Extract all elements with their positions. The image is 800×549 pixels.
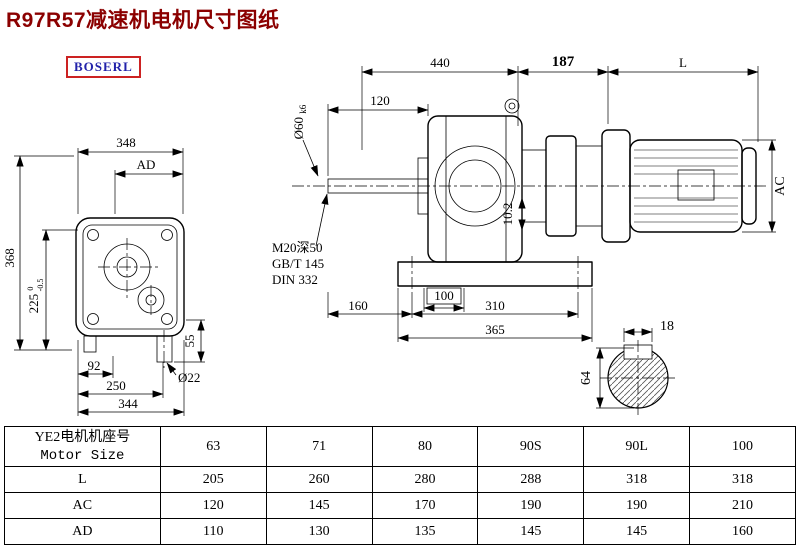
value-L-90L: 318: [583, 466, 691, 493]
dim-225-value: 225: [26, 294, 41, 314]
front-view-dimensions: 348 AD 368 225 0 -0.5: [2, 135, 205, 416]
size-71: 71: [265, 426, 373, 467]
shaft-diameter-label: Ø60 k6: [291, 104, 308, 139]
motor-size-header-cn: YE2电机机座号: [34, 430, 131, 445]
dim-120-label: 120: [370, 93, 390, 108]
value-AD-90L: 145: [583, 518, 691, 545]
front-view: 348 AD 368 225 0 -0.5: [2, 135, 205, 416]
gearbox-front-housing: [75, 217, 185, 368]
value-AD-90S: 145: [477, 518, 585, 545]
value-L-100: 318: [689, 466, 796, 493]
value-L-80: 280: [371, 466, 479, 493]
dim-365-label: 365: [485, 322, 505, 337]
table-row-AC: AC 120 145 170 190 190 210: [4, 492, 796, 519]
dim-o22-label: Ø22: [178, 370, 200, 385]
dim-100-frame: [426, 287, 462, 305]
dim-225-label: 225 0 -0.5: [21, 279, 45, 314]
dim-100-label: 100: [434, 288, 454, 303]
value-AC-63: 120: [159, 492, 267, 519]
value-AC-71: 145: [265, 492, 373, 519]
tap-hole-note-2: GB/T 145: [272, 256, 324, 271]
adapter-stages: [521, 129, 631, 243]
row-label-L: L: [4, 466, 161, 493]
row-label-AC: AC: [4, 492, 161, 519]
eyebolt: [504, 98, 520, 114]
table-header-row: YE2电机机座号 Motor Size 63 71 80 90S 90L 100: [4, 426, 796, 467]
motor-size-header: YE2电机机座号 Motor Size: [4, 426, 161, 467]
value-AD-63: 110: [159, 518, 267, 545]
value-L-71: 260: [265, 466, 373, 493]
value-AC-100: 210: [689, 492, 796, 519]
fan-cover: [741, 147, 757, 225]
value-AD-80: 135: [371, 518, 479, 545]
size-90S: 90S: [477, 426, 585, 467]
dim-160-label: 160: [348, 298, 368, 313]
size-63: 63: [159, 426, 267, 467]
shaft-end-view: 18 64: [579, 319, 676, 416]
value-AC-90S: 190: [477, 492, 585, 519]
value-AC-80: 170: [371, 492, 479, 519]
size-80: 80: [371, 426, 479, 467]
shaft-fit-value: k6: [298, 104, 308, 114]
dim-310-label: 310: [485, 298, 505, 313]
dim-187-label: 187: [552, 54, 575, 70]
value-AD-71: 130: [265, 518, 373, 545]
motor-body: [629, 139, 757, 233]
dim-L-label: L: [679, 55, 687, 70]
motor-nameplate: [677, 169, 715, 201]
row-label-AD: AD: [4, 518, 161, 545]
logo-text: BOSERL: [74, 59, 133, 74]
dim-AC-label: AC: [773, 176, 788, 195]
size-90L: 90L: [583, 426, 691, 467]
side-view: 440 187 L 120 Ø60 k6 M20深50 GB/T: [272, 54, 788, 342]
value-AC-90L: 190: [583, 492, 691, 519]
dim-250-label: 250: [106, 378, 126, 393]
tap-hole-note-1: M20深50: [272, 240, 323, 255]
table-row-AD: AD 110 130 135 145 145 160: [4, 518, 796, 545]
boserl-logo: BOSERL: [66, 56, 141, 78]
dim-18-label: 18: [660, 319, 674, 334]
dim-348-label: 348: [116, 135, 136, 150]
tap-hole-note-3: DIN 332: [272, 272, 318, 287]
value-L-90S: 288: [477, 466, 585, 493]
technical-drawing: 348 AD 368 225 0 -0.5: [2, 54, 788, 416]
table-row-L: L 205 260 280 288 318 318: [4, 466, 796, 493]
dim-440-label: 440: [430, 55, 450, 70]
dim-368-label: 368: [2, 248, 17, 268]
front-output-shaft: [156, 335, 173, 363]
dim-10-2-label: 10.2: [500, 203, 515, 226]
dim-225-tol-bottom: -0.5: [36, 279, 45, 292]
dim-344-label: 344: [118, 396, 138, 411]
side-view-dimensions: 440 187 L 120 Ø60 k6 M20深50 GB/T: [272, 54, 788, 342]
value-AD-100: 160: [689, 518, 796, 545]
gearbox-side-housing: [417, 98, 523, 263]
dim-64-label: 64: [579, 371, 594, 385]
dim-92-label: 92: [88, 358, 101, 373]
size-100: 100: [689, 426, 796, 467]
value-L-63: 205: [159, 466, 267, 493]
motor-size-header-en: Motor Size: [40, 448, 125, 464]
dim-ad-label: AD: [137, 157, 156, 172]
dimension-table: YE2电机机座号 Motor Size 63 71 80 90S 90L 100…: [4, 426, 796, 545]
page-title: R97R57减速机电机尺寸图纸: [6, 9, 280, 32]
shaft-diameter-value: Ø60: [291, 117, 306, 139]
dim-225-tol-top: 0: [26, 287, 35, 291]
dim-55-label: 55: [182, 335, 197, 348]
mounting-base: [397, 256, 593, 292]
